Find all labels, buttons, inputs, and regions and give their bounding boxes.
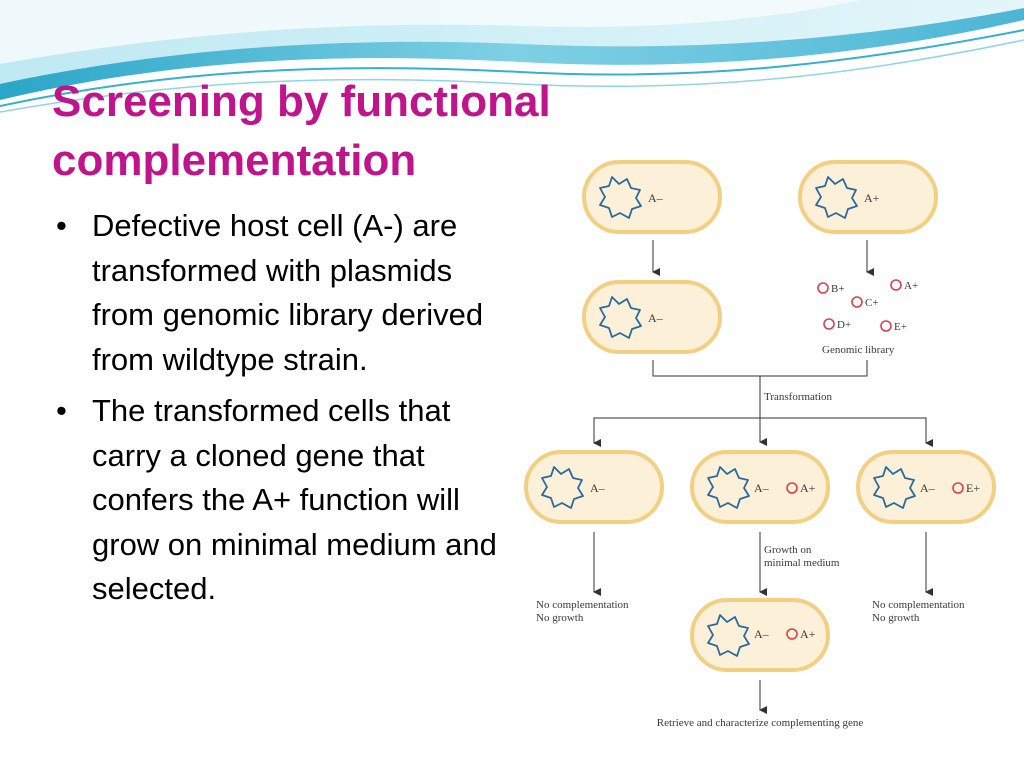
slide-title: Screening by functional complementation — [52, 72, 692, 190]
cell-genotype-label: A+ — [864, 191, 880, 205]
transformant-cell-a-plus: A– A+ — [690, 450, 830, 524]
chromosome-icon — [599, 176, 642, 219]
bullet-list: • Defective host cell (A-) are transform… — [52, 204, 502, 619]
chromosome-icon — [541, 466, 584, 509]
cell-genotype-label: A– — [590, 481, 606, 495]
no-complementation-label: No complementation — [872, 599, 965, 611]
chromosome-icon — [599, 296, 642, 339]
plasmid-icon — [880, 320, 892, 332]
chromosome-icon — [873, 466, 916, 509]
chromosome-icon — [707, 614, 750, 657]
plasmid-label: C+ — [865, 297, 879, 309]
plasmid-icon — [786, 482, 798, 494]
wildtype-cell: A+ — [798, 160, 938, 234]
bullet-text: Defective host cell (A-) are transformed… — [92, 208, 484, 377]
cell-genotype-label: A– — [648, 311, 664, 325]
bullet-dot-icon: • — [56, 393, 67, 428]
genomic-library-label: Genomic library — [822, 344, 895, 356]
bullet-text: The transformed cells that carry a clone… — [92, 393, 497, 606]
no-complementation-label: No complementation — [536, 599, 629, 611]
header-wave-highlight — [0, 0, 860, 64]
growth-label: Growth on — [764, 544, 812, 556]
slide-title-line-1: Screening by functional — [52, 77, 551, 126]
slide-title-line-2: complementation — [52, 136, 417, 185]
plasmid-label: E+ — [966, 481, 980, 495]
transformant-cell-e-plus: A– E+ — [856, 450, 996, 524]
plasmid-label: A+ — [800, 627, 816, 641]
transformation-label: Transformation — [764, 391, 833, 403]
plasmid-icon — [817, 282, 829, 294]
bullet-item: • Defective host cell (A-) are transform… — [52, 204, 502, 382]
plasmid-label: B+ — [831, 283, 845, 295]
cell-genotype-label: A– — [920, 481, 936, 495]
cell-genotype-label: A– — [648, 191, 664, 205]
bullet-item: • The transformed cells that carry a clo… — [52, 389, 502, 612]
cell-genotype-label: A– — [754, 627, 770, 641]
plasmid-icon — [952, 482, 964, 494]
no-growth-label: No growth — [536, 612, 584, 624]
plasmid-label: A+ — [800, 481, 816, 495]
plasmid-label: A+ — [904, 280, 918, 292]
host-cell-second: A– — [582, 280, 722, 354]
complemented-cell: A– A+ — [690, 598, 830, 672]
plasmid-icon — [890, 279, 902, 291]
plasmid-label: D+ — [837, 319, 851, 331]
plasmid-icon — [823, 318, 835, 330]
chromosome-icon — [707, 466, 750, 509]
transformant-cell-no-plasmid: A– — [524, 450, 664, 524]
host-cell-top: A– — [582, 160, 722, 234]
plasmid-icon — [786, 628, 798, 640]
growth-label: minimal medium — [764, 557, 840, 569]
chromosome-icon — [815, 176, 858, 219]
genomic-library: B+ C+ A+ D+ E+ Genomic library — [817, 279, 918, 356]
complementation-diagram: A– A+ A– B+ C+ A+ D+ E+ Genomic library … — [524, 160, 996, 729]
plasmid-icon — [851, 296, 863, 308]
bullet-dot-icon: • — [56, 208, 67, 243]
merge-bracket — [652, 360, 868, 377]
no-growth-label: No growth — [872, 612, 920, 624]
final-step-label: Retrieve and characterize complementing … — [657, 717, 864, 729]
plasmid-label: E+ — [894, 321, 907, 333]
header-wave-line — [0, 29, 1024, 107]
cell-genotype-label: A– — [754, 481, 770, 495]
header-wave-line-thin — [0, 39, 1024, 113]
